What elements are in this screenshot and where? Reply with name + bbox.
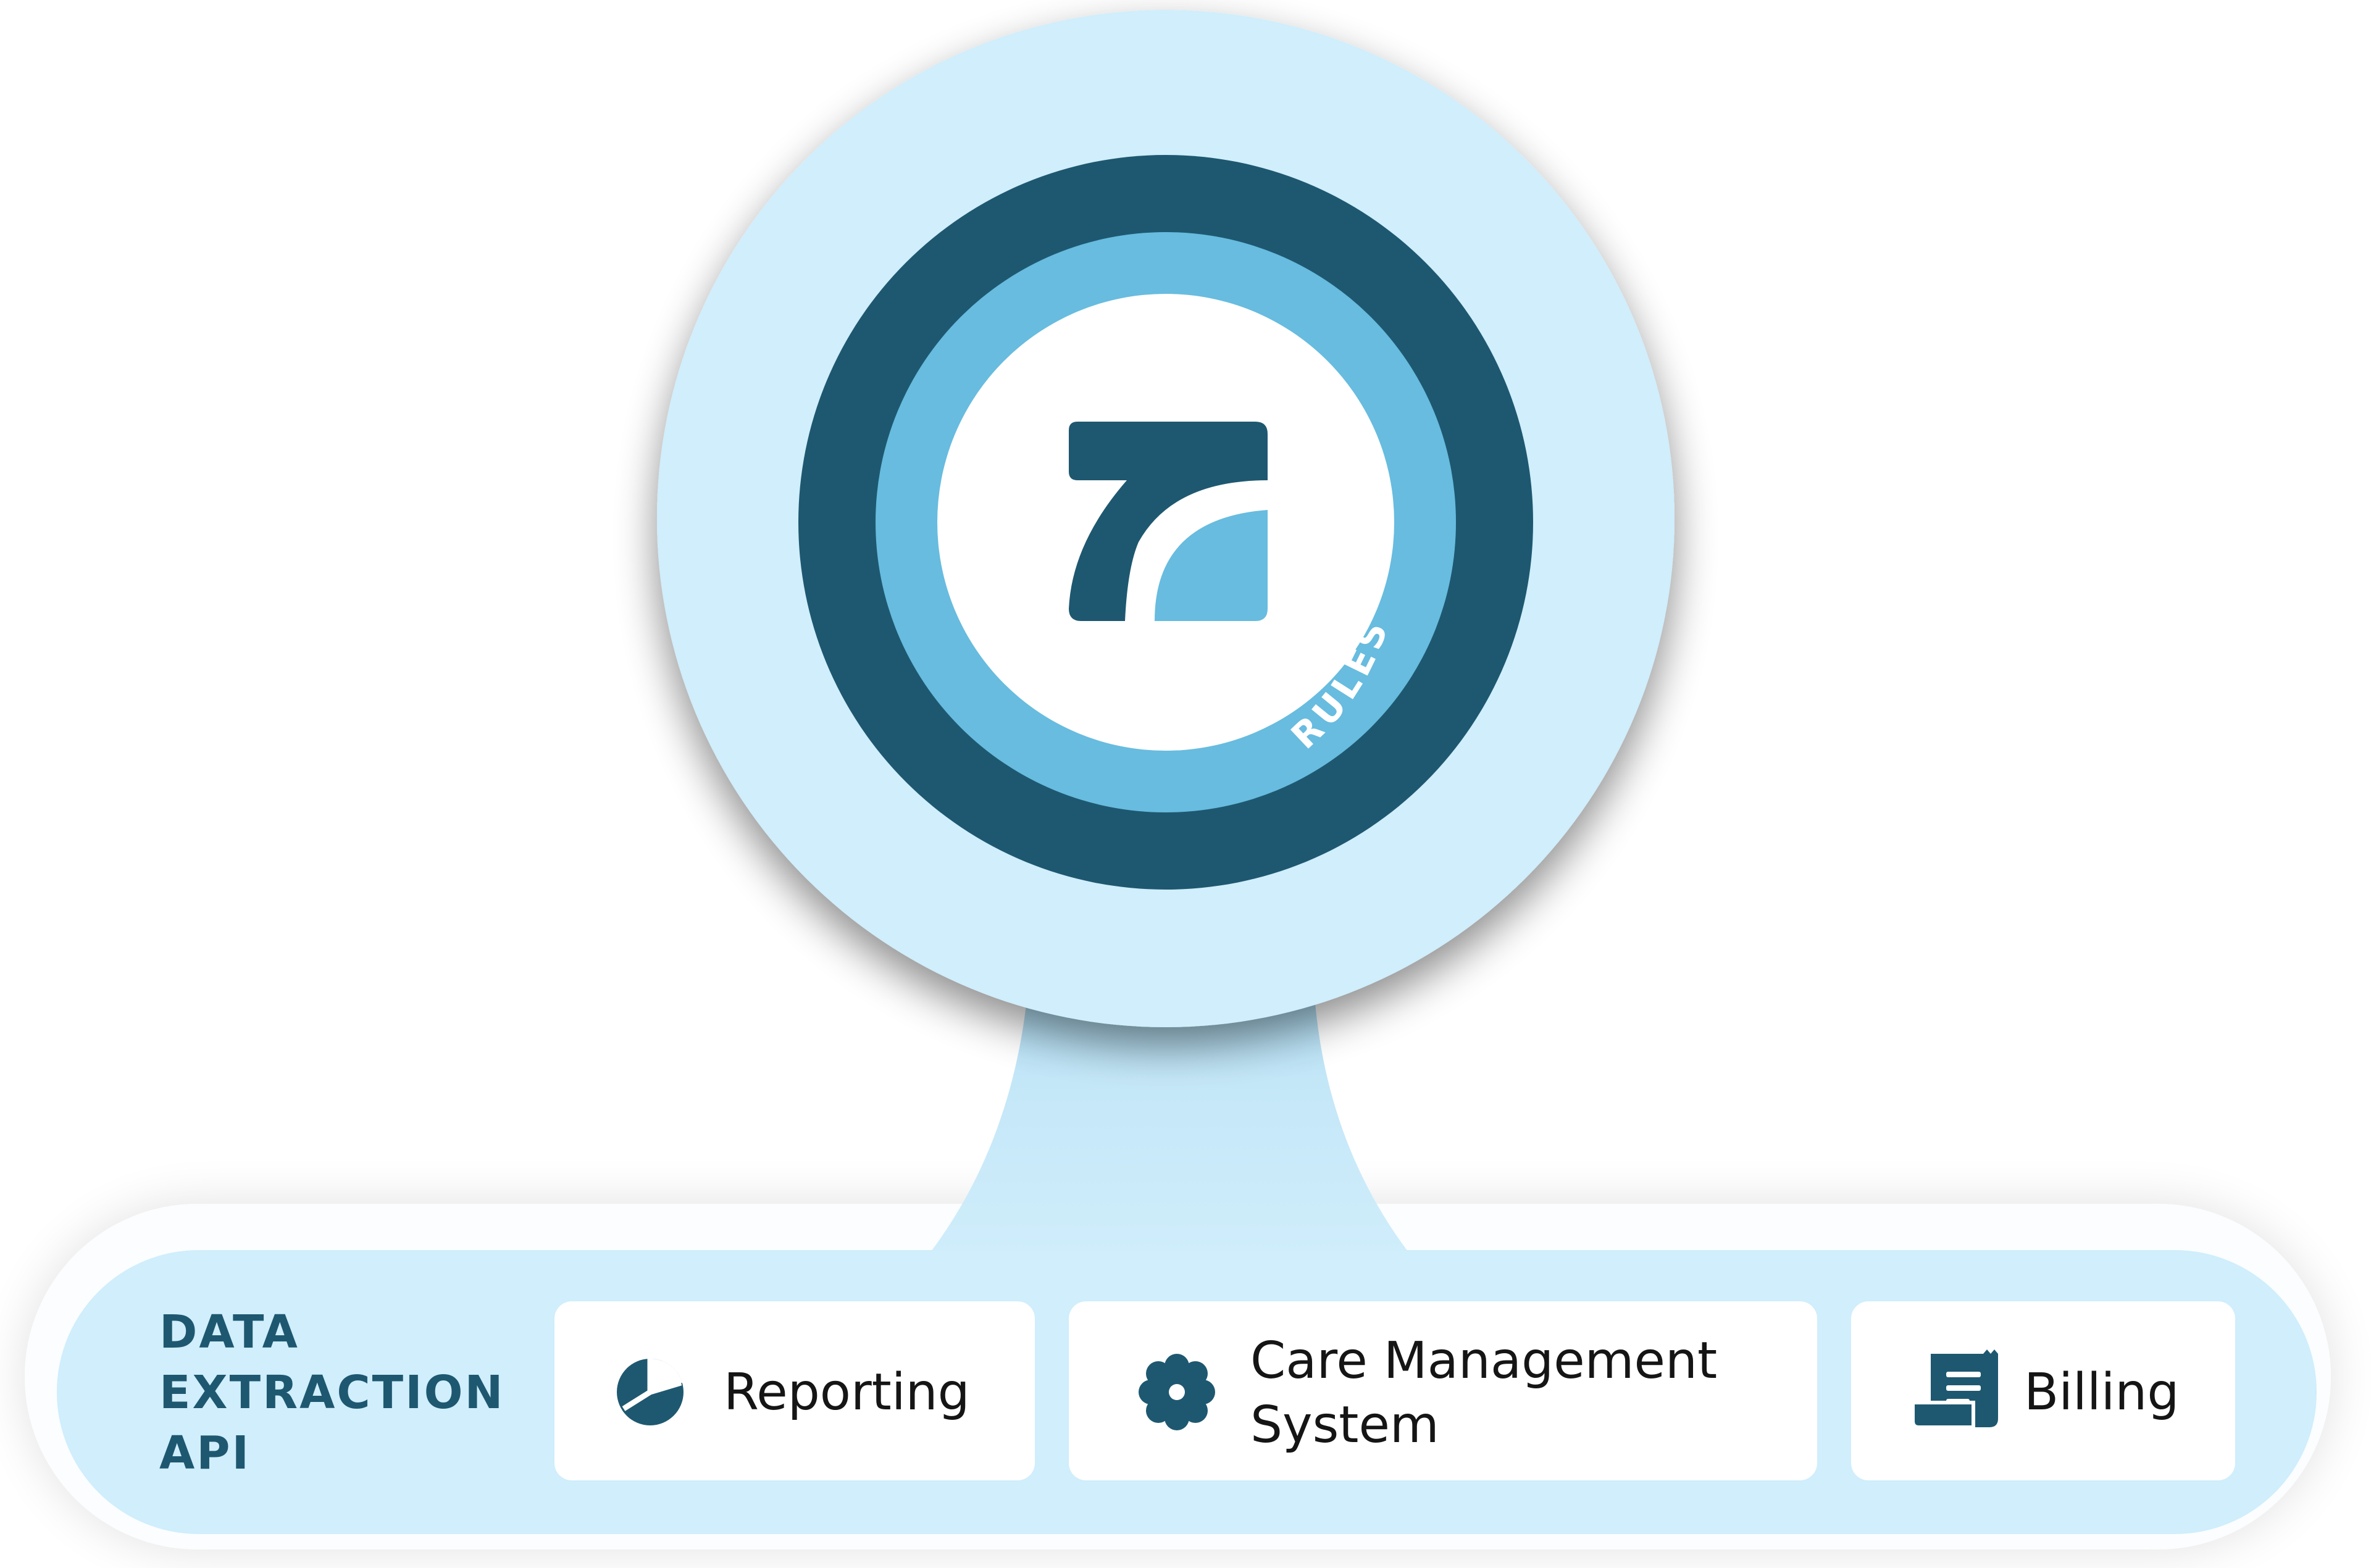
api-label-line-1: DATA [159, 1306, 299, 1359]
card-reporting[interactable]: Reporting [554, 1301, 1035, 1480]
api-label: DATA EXTRACTION API [159, 1306, 522, 1480]
receipt-icon [1911, 1349, 1998, 1429]
card-reporting-bg[interactable] [554, 1301, 1035, 1480]
brand-logo-icon [1069, 422, 1268, 621]
card-care-management-label: Care Management System [1250, 1332, 1733, 1454]
hub-stem [931, 988, 1408, 1251]
card-billing-label: Billing [2024, 1363, 2179, 1422]
card-care-management-bg[interactable] [1069, 1301, 1817, 1480]
hub-center-disc [937, 294, 1394, 751]
logo-seven-shape [1069, 422, 1268, 621]
card-reporting-label: Reporting [724, 1363, 970, 1422]
card-care-management-line-1: Care Management [1250, 1332, 1717, 1390]
gear-icon [1139, 1354, 1215, 1430]
card-care-management[interactable]: Care Management System [1069, 1301, 1817, 1480]
pie-chart-icon [617, 1359, 684, 1425]
logo-quarter-shape [1155, 510, 1268, 621]
card-billing[interactable]: Billing [1851, 1301, 2235, 1480]
card-care-management-line-2: System [1250, 1396, 1439, 1454]
api-label-line-3: API [159, 1427, 251, 1480]
card-billing-bg[interactable] [1851, 1301, 2235, 1480]
api-label-line-2: EXTRACTION [159, 1366, 505, 1419]
hub: AI RULES [657, 10, 1675, 1027]
